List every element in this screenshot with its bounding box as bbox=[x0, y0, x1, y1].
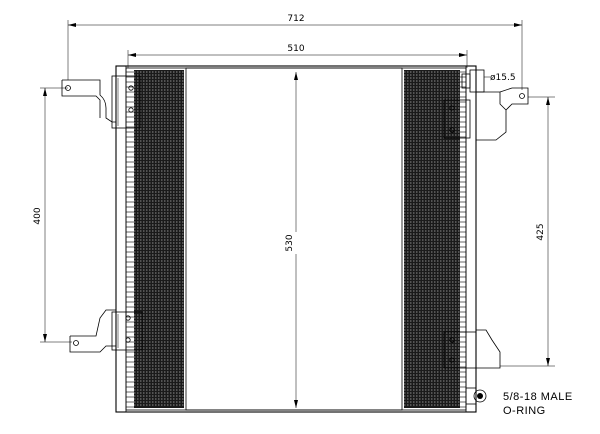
right-bracket-spacing-dimension: 425 bbox=[500, 96, 555, 367]
bolt-icon bbox=[128, 85, 134, 91]
fin-fill bbox=[134, 70, 184, 408]
overall-width-label: 712 bbox=[287, 14, 304, 24]
fitting-icon bbox=[477, 393, 483, 399]
left-lower-bracket bbox=[69, 309, 143, 353]
right-upper-bracket: ø15.5 bbox=[443, 69, 529, 141]
core-width-dimension: 510 bbox=[127, 44, 468, 68]
connector-thread-note: 5/8-18 MALE bbox=[503, 391, 573, 403]
bolt-icon bbox=[449, 357, 455, 363]
connector-oring-note: O-RING bbox=[503, 405, 546, 417]
mounting-hole-icon bbox=[519, 93, 525, 99]
inlet-port bbox=[469, 69, 485, 93]
core-height-dimension: 530 bbox=[285, 72, 302, 408]
mounting-hole-icon bbox=[73, 340, 79, 346]
condenser-body bbox=[115, 65, 477, 413]
port-diameter-label: ø15.5 bbox=[490, 73, 516, 83]
fin-fill bbox=[404, 70, 460, 408]
left-header-tank bbox=[115, 65, 127, 413]
core-width-label: 510 bbox=[287, 44, 304, 54]
outlet-fitting bbox=[465, 387, 487, 405]
right-header-tank bbox=[465, 65, 477, 413]
bolt-icon bbox=[449, 105, 455, 111]
left-bracket-spacing-dimension: 400 bbox=[33, 87, 72, 343]
left-fin-block bbox=[134, 70, 184, 408]
bolt-icon bbox=[449, 127, 455, 133]
overall-width-dimension: 712 bbox=[67, 14, 523, 90]
right-bracket-spacing-label: 425 bbox=[536, 223, 546, 240]
left-bracket-spacing-label: 400 bbox=[33, 207, 43, 224]
right-lower-bracket bbox=[443, 329, 501, 369]
right-fin-block bbox=[404, 70, 460, 408]
core-center-panel bbox=[185, 67, 403, 411]
bolt-icon bbox=[128, 107, 134, 113]
mounting-hole-icon bbox=[65, 85, 71, 91]
bolt-icon bbox=[125, 315, 131, 321]
core-height-label: 530 bbox=[285, 234, 295, 251]
left-upper-bracket bbox=[61, 75, 141, 129]
bolt-icon bbox=[125, 337, 131, 343]
bolt-icon bbox=[449, 337, 455, 343]
